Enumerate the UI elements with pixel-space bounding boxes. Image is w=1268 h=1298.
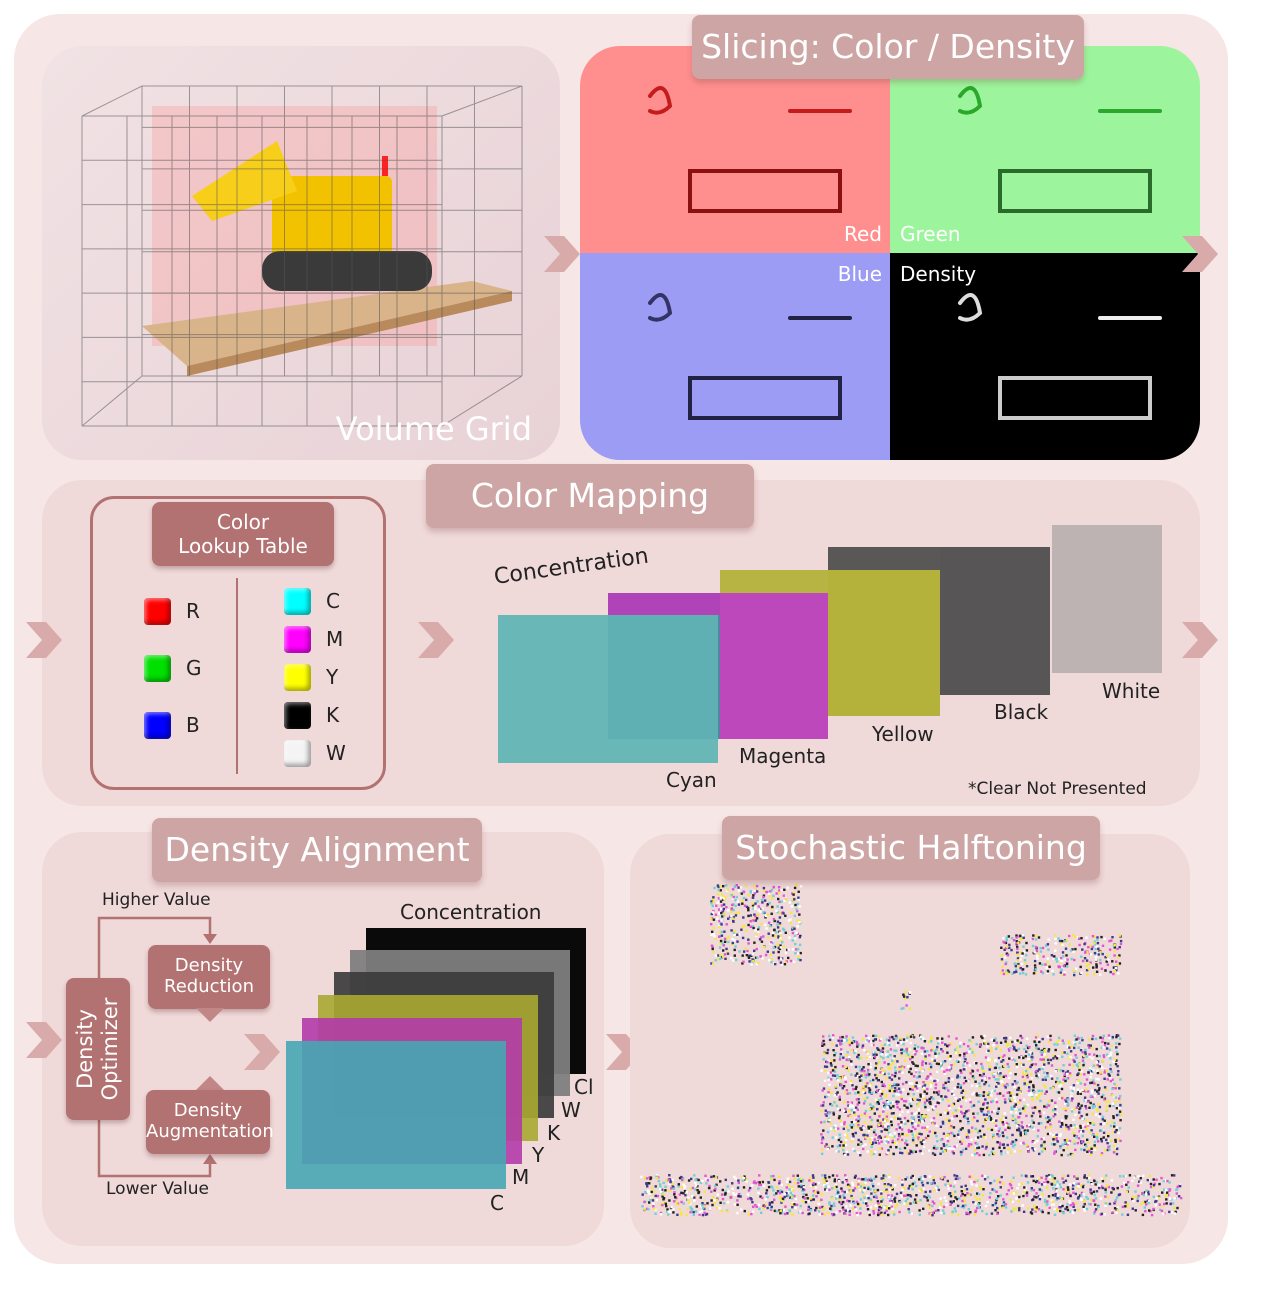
stack-label-cl: Cl (574, 1075, 594, 1099)
layer-label-white: White (1102, 679, 1161, 703)
arrow-right-icon (244, 1034, 280, 1070)
lookup-table-title: Color Lookup Table (152, 502, 334, 566)
layer-yellow (828, 570, 940, 716)
chevron-down-icon (196, 1008, 224, 1022)
density-alignment-title: Density Alignment (152, 818, 482, 882)
volume-grid-illustration (81, 85, 523, 427)
slice-density-label: Density (900, 262, 977, 286)
slice-blue (580, 253, 890, 460)
lookup-letter-k: K (326, 703, 340, 727)
arrow-right-icon (1182, 622, 1218, 658)
layer-label-black: Black (994, 700, 1049, 724)
density-concentration-label: Concentration (400, 900, 542, 924)
slice-patterns (648, 86, 1162, 420)
stack-cyan (286, 1041, 506, 1189)
lookup-letter-b: B (186, 713, 200, 737)
swatch-red (144, 598, 171, 625)
slice-red-label: Red (844, 222, 882, 246)
stack-label-k: K (547, 1121, 561, 1145)
swatch-cyan (284, 588, 311, 615)
lookup-letter-m: M (326, 627, 344, 651)
layer-magenta (720, 593, 828, 739)
arrow-right-icon (26, 1022, 62, 1058)
layer-cyan-mid-top (608, 593, 720, 615)
swatch-blue (144, 712, 171, 739)
swatch-white (284, 740, 311, 767)
lookup-table-divider (236, 578, 238, 774)
swatch-green (144, 655, 171, 682)
lower-value-label: Lower Value (106, 1179, 210, 1199)
slice-green-label: Green (900, 222, 961, 246)
halftoning-title: Stochastic Halftoning (722, 816, 1100, 880)
layer-white (1052, 525, 1162, 673)
density-reduction: Density Reduction (148, 945, 270, 1009)
chevron-up-icon (196, 1076, 224, 1090)
swatch-black (284, 702, 311, 729)
slice-green (890, 46, 1200, 253)
lookup-letter-g: G (186, 656, 202, 680)
slice-density (890, 253, 1200, 460)
slice-blue-label: Blue (837, 262, 882, 286)
density-augmentation: Density Augmentation (146, 1090, 274, 1154)
layer-yellow-top (828, 547, 940, 570)
clear-note: *Clear Not Presented (968, 779, 1147, 799)
stack-label-y: Y (532, 1143, 545, 1167)
lookup-letter-y: Y (326, 665, 339, 689)
layer-cyan (498, 615, 718, 763)
arrow-right-icon (26, 622, 62, 658)
layer-label-magenta: Magenta (739, 744, 827, 768)
volume-grid-panel: Volume Grid (42, 46, 560, 460)
arrow-right-icon (418, 622, 454, 658)
layer-magenta-top (720, 570, 828, 593)
lookup-letter-r: R (186, 599, 200, 623)
lookup-letter-c: C (326, 589, 340, 613)
arrow-right-icon (544, 236, 580, 272)
stack-label-w: W (561, 1098, 581, 1122)
slice-red (580, 46, 890, 253)
halftone-dots (640, 884, 1183, 1217)
stack-label-m: M (512, 1165, 530, 1189)
volume-grid-label: Volume Grid (335, 410, 532, 448)
swatch-magenta (284, 626, 311, 653)
layer-label-cyan: Cyan (666, 768, 717, 792)
density-optimizer: Density Optimizer (66, 978, 130, 1120)
slicing-title: Slicing: Color / Density (692, 15, 1084, 79)
color-lookup-table (90, 496, 386, 790)
layer-black (940, 547, 1050, 695)
halftoning-panel (630, 834, 1190, 1248)
color-mapping-title: Color Mapping (426, 464, 754, 528)
layer-label-yellow: Yellow (872, 722, 934, 746)
lookup-letter-w: W (326, 741, 346, 765)
swatch-yellow (284, 664, 311, 691)
higher-value-label: Higher Value (102, 890, 211, 910)
slicing-panel: Red Green Blue Density (580, 46, 1200, 460)
optimizer-loop (97, 916, 217, 1178)
stack-label-c: C (490, 1191, 504, 1215)
arrow-right-icon (1182, 236, 1218, 272)
